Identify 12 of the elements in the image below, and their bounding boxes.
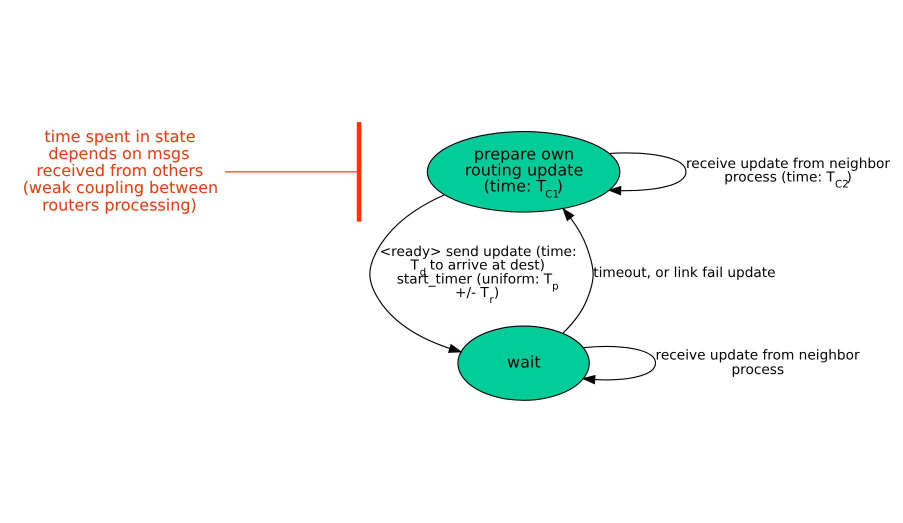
arrow bbox=[368, 194, 462, 353]
node-text: time spent in state depends on msgs received from others (weak coupling between routers processing) bbox=[22, 126, 218, 214]
edge-label: receive update from neighbor process bbox=[655, 347, 860, 378]
connector bbox=[224, 171, 357, 172]
edge-label: receive update from neighbor process (time: T$_{C2}$) bbox=[685, 156, 890, 191]
arrow bbox=[581, 346, 656, 384]
arrow bbox=[562, 208, 594, 334]
arrow bbox=[607, 152, 686, 196]
edge-label: timeout, or link fail update bbox=[592, 265, 776, 282]
node-ellipse: wait bbox=[456, 325, 590, 401]
edge-label: <ready> send update (time: T$_{d}$ to arrive at dest) start_timer (uniform: T$_{p}$ +/- T$_{r}$) bbox=[379, 244, 576, 306]
node-bar bbox=[356, 122, 361, 222]
